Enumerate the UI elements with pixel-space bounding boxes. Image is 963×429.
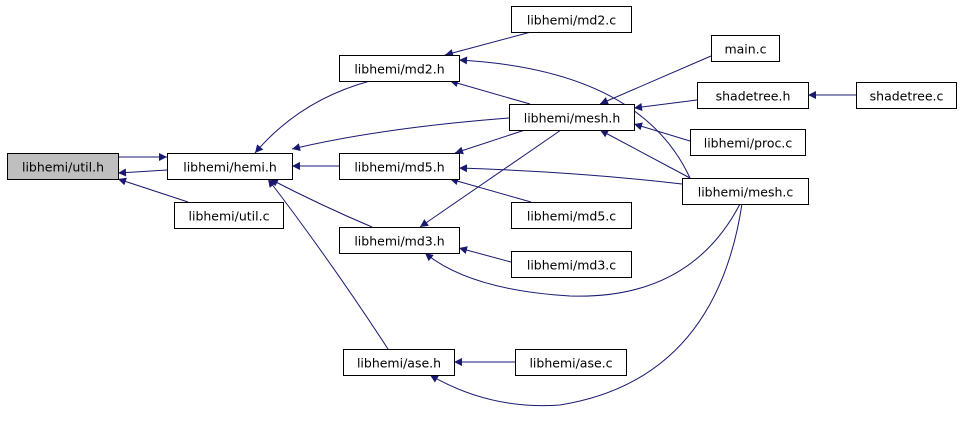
edges-layer [117,31,856,407]
edge-ase-h-to-hemi-h [267,178,389,350]
node-box [511,202,632,229]
edge-mesh-h-to-hemi-h [291,117,510,152]
node-box [343,349,455,376]
node-md3-h[interactable]: libhemi/md3.h [339,227,460,254]
node-label: shadetree.c [870,89,944,104]
node-box [167,153,293,180]
edge-mesh-c-to-md2-h [458,56,691,179]
node-ase-c[interactable]: libhemi/ase.c [515,349,627,376]
edge-mesh-c-to-md3-h [424,203,741,297]
edge-mesh-h-to-md3-h [419,129,562,228]
node-label: main.c [724,42,766,57]
nodes-layer: libhemi/util.h libhemi/hemi.h libhemi/util… [7,6,957,376]
node-util-c[interactable]: libhemi/util.c [174,202,284,229]
node-box [711,35,780,62]
edge-md2-h-to-hemi-h [254,80,371,154]
node-label: libhemi/md5.c [527,209,616,224]
node-box [511,251,632,278]
edge-md2-c-to-md2-h [444,31,532,57]
node-mesh-h[interactable]: libhemi/mesh.h [509,104,635,131]
node-box [515,349,627,376]
node-mesh-c[interactable]: libhemi/mesh.c [682,178,809,205]
node-label: libhemi/util.h [22,160,104,175]
node-box [690,129,806,156]
node-md5-c[interactable]: libhemi/md5.c [511,202,632,229]
edge-md3-c-to-md3-h [458,246,512,263]
node-shadetree-c[interactable]: shadetree.c [856,82,957,109]
edge-shadetree-h-to-mesh-h [633,99,698,111]
node-md5-h[interactable]: libhemi/md5.h [339,153,460,180]
node-label: libhemi/proc.c [704,136,793,151]
node-label: libhemi/ase.c [529,356,612,371]
node-util-h[interactable]: libhemi/util.h [7,153,119,180]
edge-mesh-c-to-md5-h [458,164,683,185]
node-ase-h[interactable]: libhemi/ase.h [343,349,455,376]
node-label: shadetree.h [716,89,791,104]
node-label: libhemi/md3.h [354,234,444,249]
edge-mesh-c-to-ase-h [429,203,743,407]
node-label: libhemi/md2.h [354,62,444,77]
edge-mesh-h-to-md5-h [454,129,526,155]
node-box [339,55,460,82]
node-box [511,6,632,33]
node-md2-c[interactable]: libhemi/md2.c [511,6,632,33]
edge-md5-c-to-md5-h [449,177,532,203]
edge-mesh-c-to-mesh-h [599,129,691,179]
edge-proc-c-to-mesh-h [633,122,691,142]
edge-main-c-to-mesh-h [599,55,712,105]
node-box [856,82,957,109]
node-proc-c[interactable]: libhemi/proc.c [690,129,806,156]
edge-util-c-to-util-h [117,177,189,203]
node-label: libhemi/mesh.c [698,185,794,200]
node-label: libhemi/ase.h [357,356,441,371]
edge-md3-h-to-hemi-h [269,178,373,228]
node-box [509,104,635,131]
node-box [174,202,284,229]
node-shadetree-h[interactable]: shadetree.h [697,82,809,109]
edge-mesh-h-to-md2-h [449,79,531,105]
node-label: libhemi/md5.h [354,160,444,175]
node-main-c[interactable]: main.c [711,35,780,62]
node-box [697,82,809,109]
node-label: libhemi/util.c [189,209,270,224]
node-hemi-h[interactable]: libhemi/hemi.h [167,153,293,180]
node-box [339,227,460,254]
node-md2-h[interactable]: libhemi/md2.h [339,55,460,82]
node-box [682,178,809,205]
node-label: libhemi/hemi.h [183,160,277,175]
edge-hemi-h-to-util-h [117,168,168,177]
node-label: libhemi/md2.c [527,13,616,28]
node-box [7,153,119,180]
node-label: libhemi/md3.c [527,258,616,273]
node-label: libhemi/mesh.h [524,111,621,126]
node-box [339,153,460,180]
node-md3-c[interactable]: libhemi/md3.c [511,251,632,278]
